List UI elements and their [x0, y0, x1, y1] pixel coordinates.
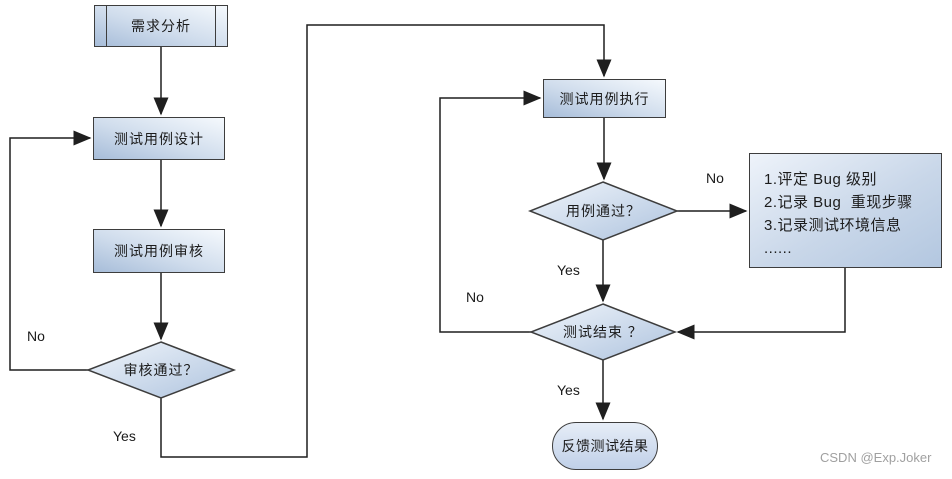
edge-label-end-yes: Yes — [557, 382, 580, 398]
node-test-case-review: 测试用例审核 — [93, 229, 225, 273]
bug-note-line: 3.记录测试环境信息 — [764, 217, 902, 234]
predefined-process-right-bar — [215, 6, 216, 46]
node-label: 测试用例执行 — [559, 90, 650, 107]
connector-review-decision-no-loop — [9, 130, 92, 371]
case-decision-diamond — [527, 181, 680, 241]
node-label: 测试用例审核 — [114, 243, 204, 259]
node-test-case-design: 测试用例设计 — [93, 117, 225, 160]
predefined-process-left-bar — [106, 6, 107, 46]
node-label: 需求分析 — [131, 18, 191, 34]
bug-note-line: 2.记录 Bug 重现步骤 — [764, 194, 913, 211]
edge-label-case-yes: Yes — [557, 262, 580, 278]
review-decision-diamond — [85, 341, 237, 399]
edge-label-review-yes: Yes — [113, 428, 136, 444]
edge-label-review-no: No — [27, 328, 45, 344]
bug-note-line: 1.评定 Bug 级别 — [764, 171, 878, 188]
node-test-case-execution: 测试用例执行 — [543, 79, 666, 118]
connector-review-decision-yes-to-execute — [160, 24, 612, 458]
bug-note-line: ...... — [764, 240, 793, 257]
end-decision-diamond — [528, 303, 678, 361]
node-requirements-analysis: 需求分析 — [94, 5, 228, 47]
node-feedback-test-results: 反馈测试结果 — [552, 422, 658, 470]
csdn-watermark: CSDN @Exp.Joker — [820, 450, 932, 465]
edge-label-end-no: No — [466, 289, 484, 305]
edge-label-case-no: No — [706, 170, 724, 186]
node-label: 测试用例设计 — [114, 130, 204, 147]
connector-end-decision-no-loop — [439, 90, 542, 333]
node-bug-notes: 1.评定 Bug 级别 2.记录 Bug 重现步骤 3.记录测试环境信息 ...… — [749, 153, 942, 268]
connector-bug-notes-to-end-decision — [676, 268, 846, 340]
node-label: 反馈测试结果 — [561, 438, 649, 454]
